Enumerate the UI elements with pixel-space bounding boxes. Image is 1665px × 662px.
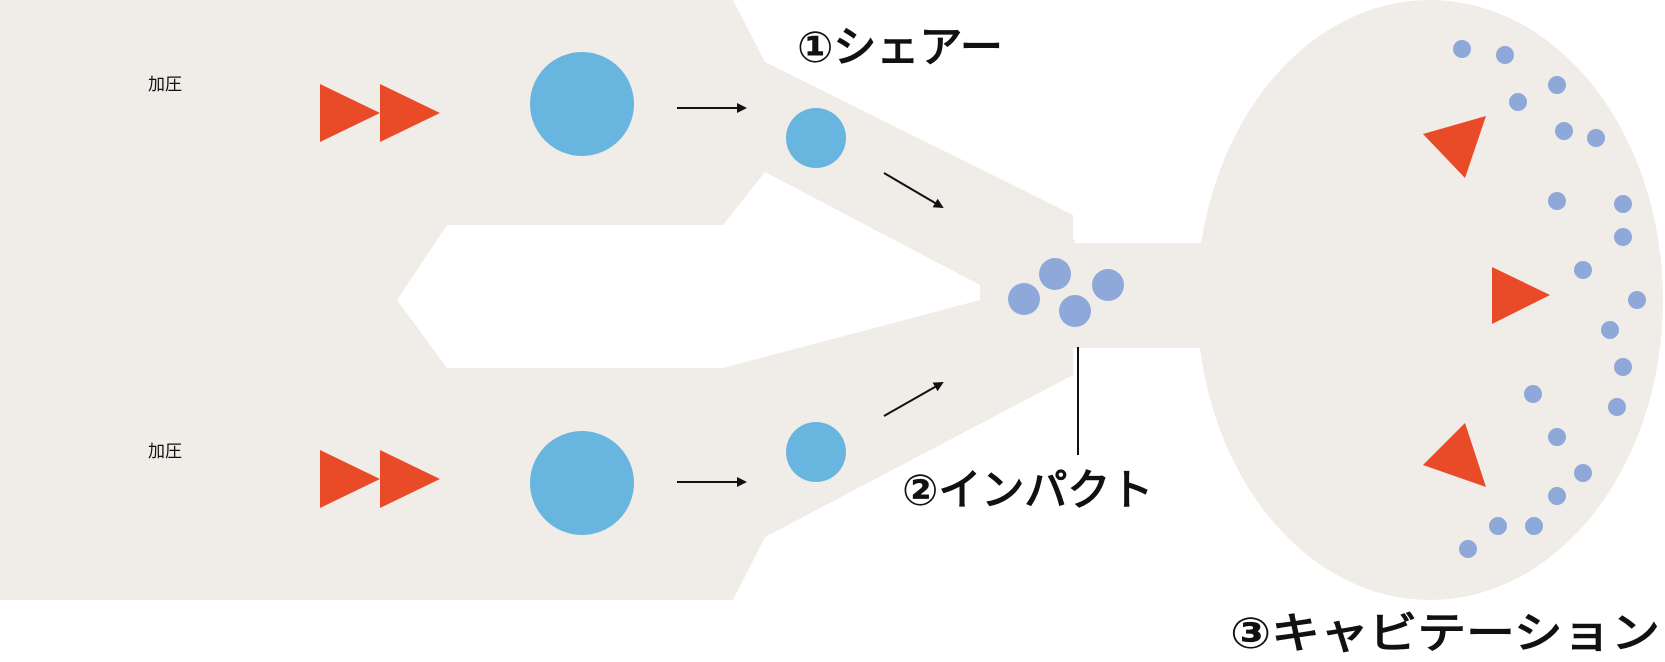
droplet-lower-channel [786,422,846,482]
triangle-icon [1423,423,1486,487]
cavitation-dot [1548,192,1566,210]
channel-body [0,0,1663,600]
cavitation-dot [1525,517,1543,535]
cavitation-dot [1628,291,1646,309]
stage-label-cavitation: ③キャビテーション [1230,609,1660,659]
channel-outlet-neck [1070,243,1215,348]
arrow-icon [883,382,944,417]
cavitation-dot [1574,464,1592,482]
cavitation-dot [1614,358,1632,376]
cavitation-dot [1459,540,1477,558]
large-droplet-top [530,52,634,156]
cavitation-dot [1509,93,1527,111]
cavitation-dot [1587,129,1605,147]
cavitation-chamber [1197,0,1663,600]
triangle-icon [1492,267,1550,324]
impact-droplet [1039,258,1071,290]
cavitation-dot [1601,321,1619,339]
cavitation-dot [1548,76,1566,94]
impact-droplet [1092,269,1124,301]
cavitation-dot [1608,398,1626,416]
cavitation-dot [1496,46,1514,64]
double-play-icon [320,84,380,142]
pressure-label-top: 加圧 [148,75,182,95]
pressure-label-bottom: 加圧 [148,442,182,462]
arrow-icon [883,172,944,209]
stage-label-impact: ②インパクト [902,466,1153,516]
triangle-icon [1423,116,1486,178]
impact-droplet [1008,283,1040,315]
impact-droplet [1059,295,1091,327]
pressure-arrows-top [320,84,440,142]
cavitation-dot [1524,385,1542,403]
stage-label-shear: ①シェアー [797,23,1003,73]
cavitation-dot [1614,195,1632,213]
cavitation-dot [1614,228,1632,246]
double-play-icon [380,84,440,142]
cavitation-dot [1555,122,1573,140]
double-play-icon [320,450,380,508]
droplet-upper-channel [786,108,846,168]
large-droplet-bottom [530,431,634,535]
cavitation-dots [1453,40,1646,558]
cavitation-dot [1574,261,1592,279]
cavitation-dot [1489,517,1507,535]
pressure-arrows-bottom [320,450,440,508]
cavitation-dot [1453,40,1471,58]
cavitation-dot [1548,487,1566,505]
cavitation-dot [1548,428,1566,446]
impact-droplets [1008,258,1124,327]
flow-arrows [677,103,944,487]
collapse-arrows [1423,116,1550,487]
double-play-icon [380,450,440,508]
